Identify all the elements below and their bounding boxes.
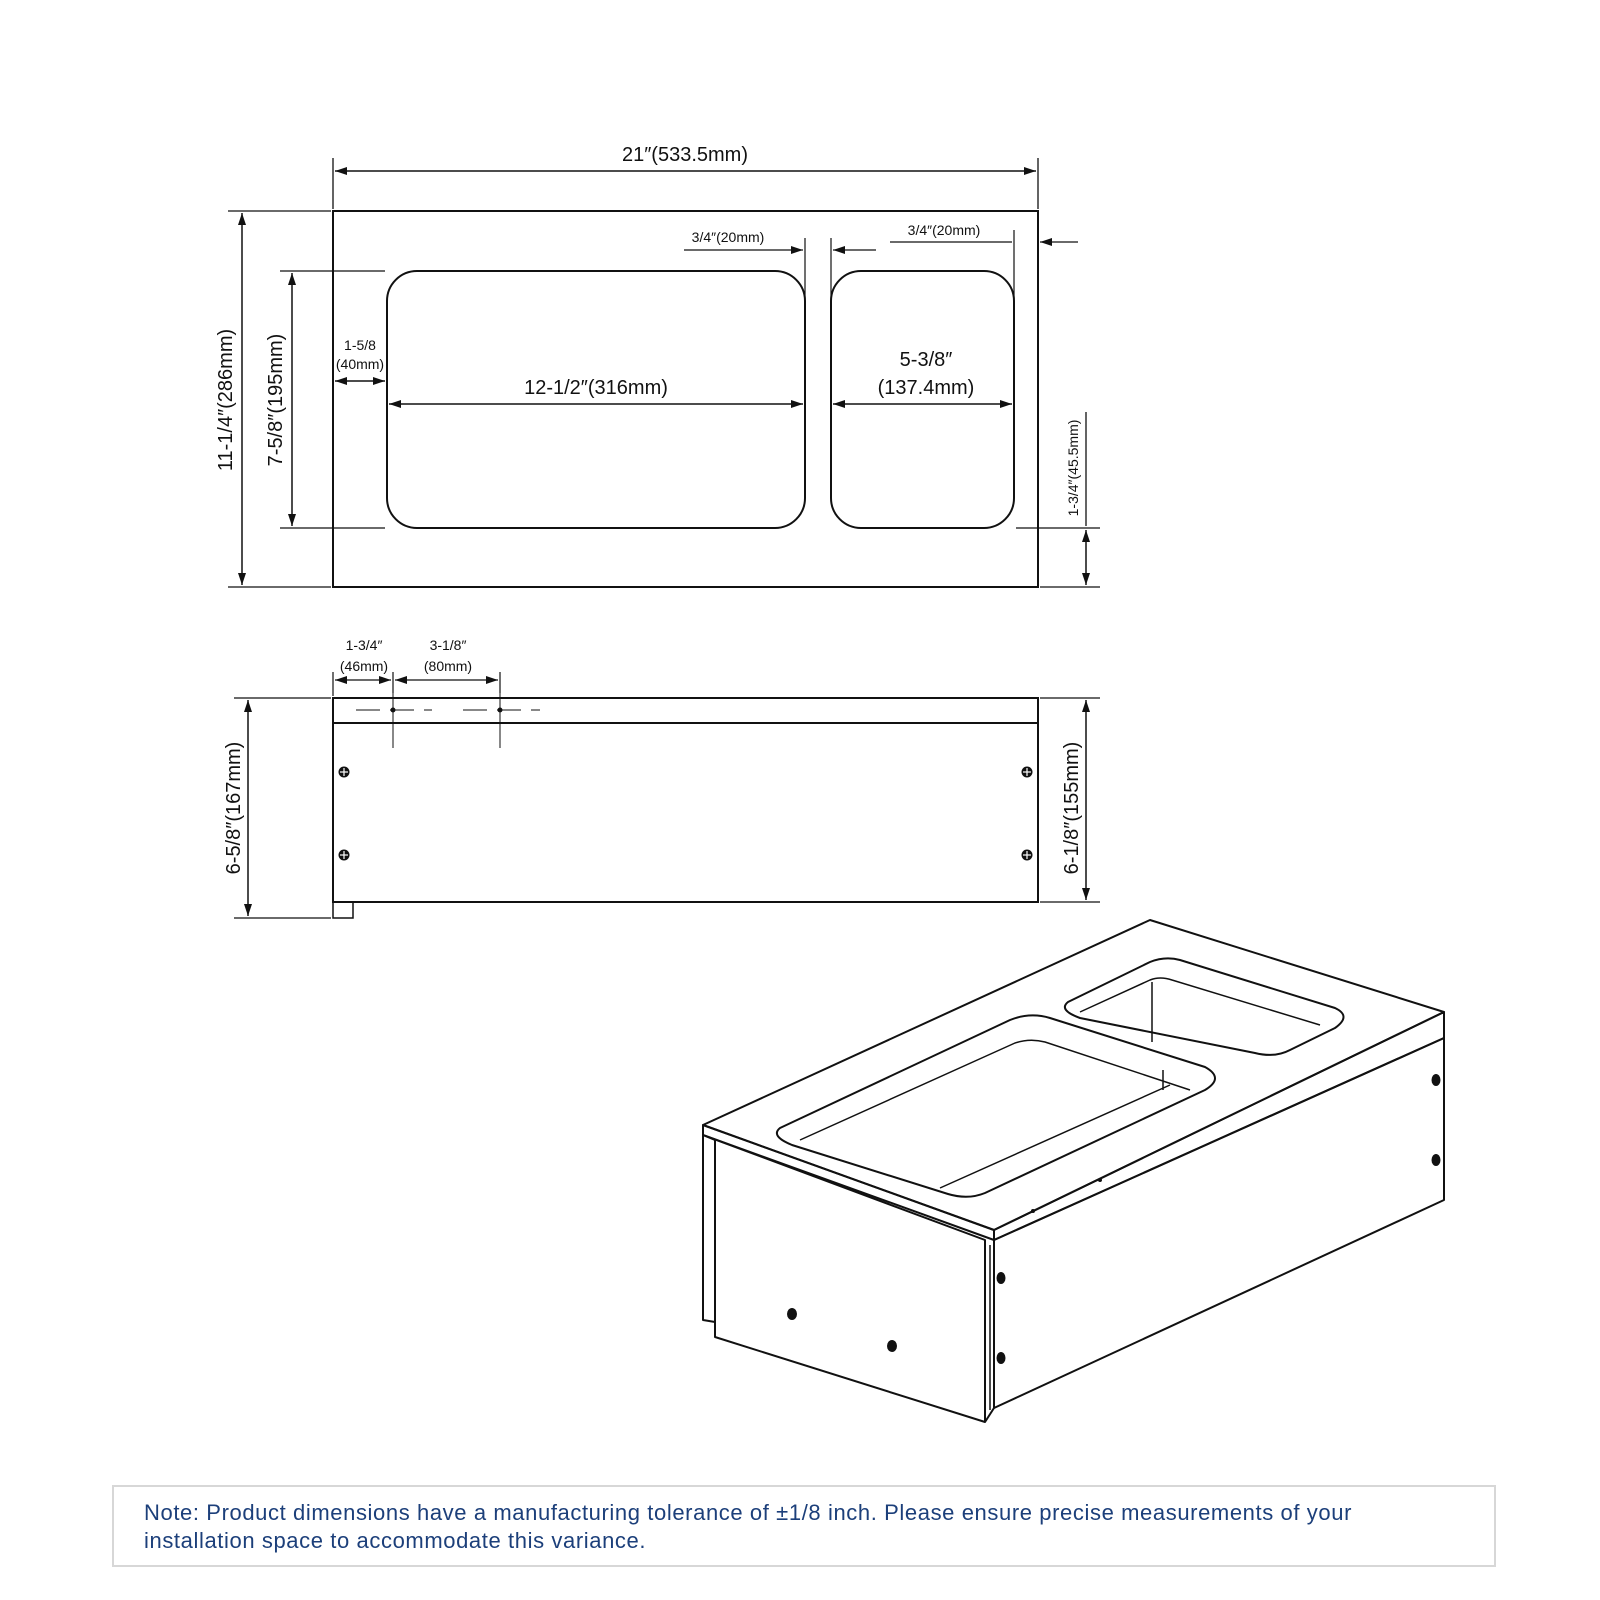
body-height-dimension: 6-1/8″(155mm) (1040, 697, 1100, 903)
overall-depth-label: 11-1/4″(286mm) (215, 329, 237, 471)
small-cutout-width-dimension: 5-3/8″ (137.4mm) (833, 349, 1012, 408)
front-view-body (332, 722, 1039, 903)
small-cutout (830, 270, 1015, 529)
tolerance-note: Note: Product dimensions have a manufact… (112, 1485, 1496, 1567)
right-margin-label: 3/4″(20mm) (908, 222, 981, 238)
front-view-top-rail (332, 697, 1039, 724)
small-cutout-width-label-inch: 5-3/8″ (900, 349, 953, 371)
divider-width-dimension: 3/4″(20mm) (684, 229, 876, 402)
body-height-label: 6-1/8″(155mm) (1061, 742, 1083, 875)
iso-top-face (702, 919, 1445, 1231)
iso-front-lip (702, 1124, 995, 1241)
large-cutout (386, 270, 806, 529)
overall-depth-dimension: 11-1/4″(286mm) (215, 210, 331, 588)
hole-offset-label-inch: 1-3/4″ (346, 637, 383, 653)
large-cutout-width-label: 12-1/2″(316mm) (524, 377, 668, 399)
overall-width-dimension: 21″(533.5mm) (332, 144, 1039, 209)
hole-offset-dimension: 1-3/4″ (46mm) 3-1/8″ (80mm) (332, 637, 501, 696)
hole-offset-label-mm: (46mm) (340, 658, 388, 674)
cutout-depth-dimension: 7-5/8″(195mm) (265, 270, 385, 529)
small-cutout-width-label-mm: (137.4mm) (878, 377, 975, 399)
hole-spacing-label-inch: 3-1/8″ (430, 637, 467, 653)
total-height-label: 6-5/8″(167mm) (223, 742, 245, 875)
left-margin-label-mm: (40mm) (336, 356, 384, 372)
total-height-dimension: 6-5/8″(167mm) (223, 697, 331, 919)
hole-centerlines (356, 693, 540, 748)
top-view: 21″(533.5mm) 11-1/4″(286mm) 7-5/8″(195mm… (215, 144, 1100, 588)
tolerance-note-text: Note: Product dimensions have a manufact… (144, 1500, 1352, 1553)
front-margin-label: 1-3/4″(45.5mm) (1065, 420, 1081, 517)
front-view: 1-3/4″ (46mm) 3-1/8″ (80mm) 6-5/8″(167mm… (223, 637, 1100, 919)
iso-large-cutout (776, 1014, 1216, 1198)
left-margin-dimension: 1-5/8 (40mm) (335, 337, 385, 385)
iso-mounting-holes (787, 1074, 1441, 1364)
front-view-foot (332, 901, 354, 919)
left-margin-label-inch: 1-5/8 (344, 337, 376, 353)
iso-right-face (993, 1037, 1445, 1409)
divider-width-label: 3/4″(20mm) (692, 229, 765, 245)
cutout-depth-label: 7-5/8″(195mm) (265, 334, 287, 467)
hole-spacing-label-mm: (80mm) (424, 658, 472, 674)
screw-icon (338, 766, 1033, 861)
isometric-view (702, 919, 1445, 1423)
iso-front-face (702, 1134, 986, 1423)
right-margin-dimension: 3/4″(20mm) (890, 222, 1078, 402)
overall-width-label: 21″(533.5mm) (622, 144, 748, 166)
large-cutout-width-dimension: 12-1/2″(316mm) (389, 377, 803, 408)
front-margin-dimension: 1-3/4″(45.5mm) (1016, 412, 1100, 588)
top-view-outline (332, 210, 1039, 588)
iso-small-cutout (1064, 957, 1345, 1056)
